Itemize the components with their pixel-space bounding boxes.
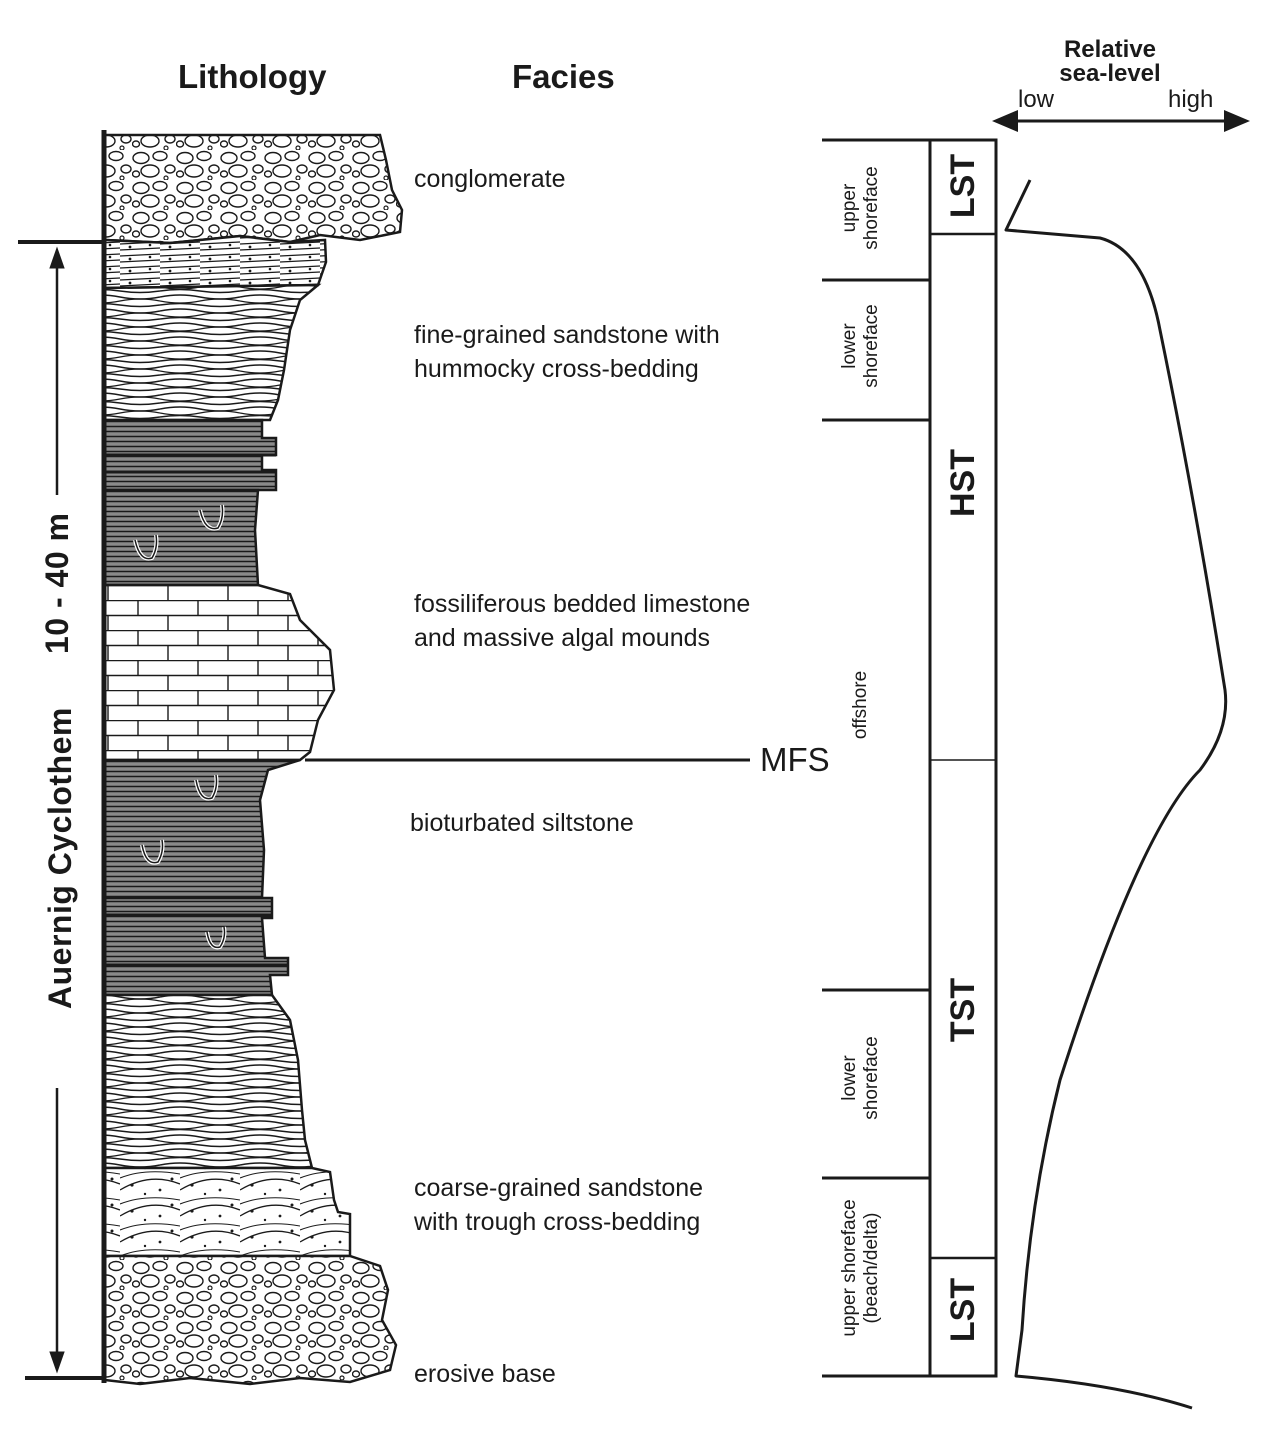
bed-hummocky-sandstone-lower — [103, 993, 314, 1170]
arrowhead-right — [1224, 110, 1250, 132]
facies-label-erosive-base: erosive base — [414, 1360, 556, 1388]
systems-tract-column — [822, 138, 998, 1378]
bed-bioturbated-siltstone — [103, 758, 301, 900]
cyclothem-name: Auernig Cyclothem — [42, 707, 78, 1009]
sea-level-high-label: high — [1168, 86, 1214, 113]
mfs-label: MFS — [760, 741, 830, 778]
env-label-offshore: offshore — [850, 670, 871, 740]
bed-conglomerate-base — [103, 1254, 398, 1386]
sea-level-curve — [1004, 179, 1228, 1410]
lithology-column — [101, 130, 404, 1386]
tract-label-hst: HST — [944, 449, 982, 517]
bed-limestone — [103, 583, 336, 762]
sea-level-axis — [992, 110, 1250, 132]
env-label-lower-shoreface-top: lower shoreface — [839, 304, 882, 388]
facies-label-limestone: fossiliferous bedded limestone and massi… — [414, 590, 751, 652]
bed-sandstone-thin — [103, 234, 328, 290]
bed-coarse-sandstone — [103, 1166, 352, 1258]
header-lithology: Lithology — [178, 58, 327, 95]
header-facies: Facies — [512, 58, 615, 95]
env-label-lower-shoreface-bottom: lower shoreface — [839, 1036, 882, 1120]
tract-label-tst: TST — [944, 977, 982, 1043]
facies-label-siltstone: bioturbated siltstone — [410, 809, 634, 837]
env-label-upper-shoreface-beach: upper shoreface (beach/delta) — [839, 1199, 882, 1337]
bed-siltstone-upper — [103, 488, 260, 587]
arrowhead-down — [49, 1351, 65, 1374]
env-label-upper-shoreface-top: upper shoreface — [839, 166, 882, 250]
bed-hummocky-sandstone-upper — [103, 283, 322, 422]
sea-level-title: Relative sea-level — [1059, 36, 1161, 87]
systems-tract-box — [928, 138, 998, 1378]
tract-label-lst-bottom: LST — [944, 1277, 982, 1343]
sea-level-low-label: low — [1018, 86, 1055, 113]
bed-interbedded-lower — [103, 896, 290, 997]
cyclothem-thickness: 10 - 40 m — [39, 512, 75, 654]
bed-conglomerate-top — [103, 133, 404, 245]
cyclothem-markers — [18, 240, 106, 1380]
facies-label-conglomerate: conglomerate — [414, 165, 566, 193]
facies-label-coarse-sandstone: coarse-grained sandstone with trough cro… — [414, 1174, 704, 1236]
tract-label-lst-top: LST — [944, 153, 982, 219]
facies-label-hummocky-sandstone: fine-grained sandstone with hummocky cro… — [414, 321, 720, 383]
arrowhead-up — [49, 246, 65, 269]
arrowhead-left — [992, 110, 1018, 132]
